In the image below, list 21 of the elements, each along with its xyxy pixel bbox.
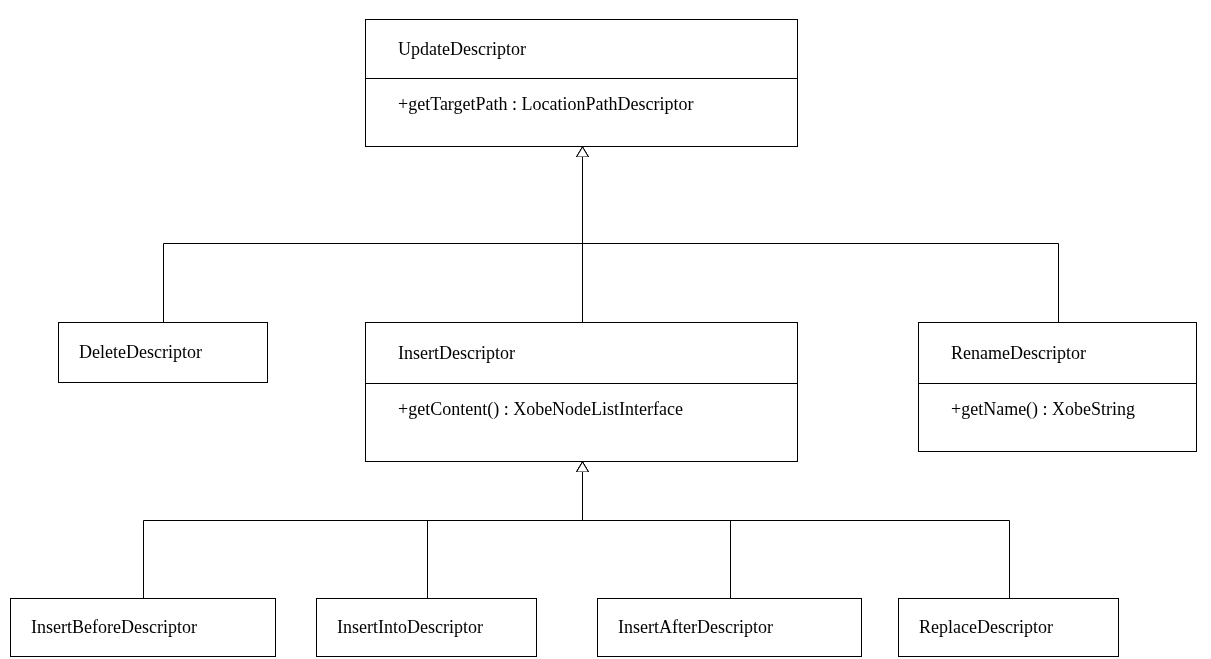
class-box — [316, 598, 537, 657]
method-signature: +getTargetPath : LocationPathDescriptor — [398, 93, 695, 116]
class-box — [58, 322, 268, 383]
class-box — [10, 598, 276, 657]
class-name: InsertBeforeDescriptor — [31, 616, 197, 639]
inheritance-arrow — [576, 146, 1059, 323]
class-name: DeleteDescriptor — [79, 341, 202, 364]
class-box — [898, 598, 1119, 657]
class-name: RenameDescriptor — [951, 341, 1086, 365]
method-signature: +getContent() : XobeNodeListInterface — [398, 398, 685, 421]
inheritance-arrow — [576, 461, 1010, 599]
class-box — [918, 322, 1197, 452]
method-signature: +getName() : XobeString — [951, 398, 1137, 421]
class-name: InsertIntoDescriptor — [337, 616, 483, 639]
class-box — [597, 598, 862, 657]
class-name: InsertDescriptor — [398, 341, 515, 365]
class-name: ReplaceDescriptor — [919, 616, 1053, 639]
class-box — [365, 19, 798, 147]
class-box — [365, 322, 798, 462]
class-name: UpdateDescriptor — [398, 37, 526, 61]
class-name: InsertAfterDescriptor — [618, 616, 773, 639]
